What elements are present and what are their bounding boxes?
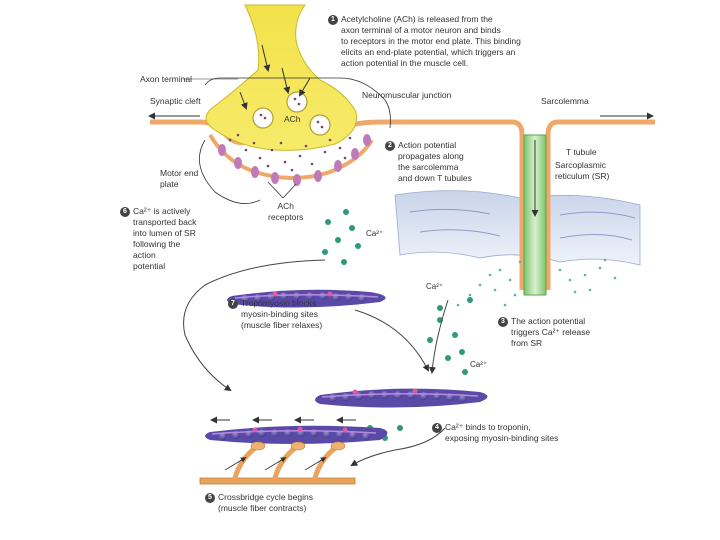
cycle-arrow-contract (350, 427, 446, 466)
thin-filament-relaxed (227, 289, 386, 308)
step-1-text: Acetylcholine (ACh) is released from the… (341, 14, 521, 68)
step-4-ca-binds: 4 Ca²⁺ binds to troponin, exposing myosi… (432, 422, 558, 444)
label-synaptic-cleft: Synaptic cleft (150, 96, 201, 106)
thick-filament-myosin (199, 441, 356, 485)
thin-filament-calcium-bound (315, 388, 488, 408)
label-ca-ion-2: Ca²⁺ (426, 282, 444, 291)
label-ach-receptors: ACh receptors (268, 201, 304, 222)
label-sarcolemma: Sarcolemma (541, 96, 589, 106)
step-4-number: 4 (432, 423, 442, 433)
step-6-text: Ca²⁺ is actively transported back into l… (133, 206, 197, 271)
step-3-ca-release: 3 The action potential triggers Ca²⁺ rel… (498, 316, 590, 349)
label-t-tubule: T tubule (566, 147, 597, 157)
step-1-ach-release: 1 Acetylcholine (ACh) is released from t… (328, 14, 521, 69)
label-sarcoplasmic-reticulum: Sarcoplasmic reticulum (SR) (555, 160, 610, 181)
step-5-crossbridge: 5 Crossbridge cycle begins (muscle fiber… (205, 492, 313, 514)
step-7-number: 7 (228, 299, 238, 309)
label-motor-end-plate: Motor end plate (160, 168, 199, 189)
step-2-text: Action potential propagates along the sa… (398, 140, 472, 183)
step-3-number: 3 (498, 317, 508, 327)
motor-end-plate-bracket (198, 139, 261, 204)
label-ca-ion-3: Ca²⁺ (470, 360, 488, 369)
t-tubule (523, 134, 547, 296)
step-6-ca-reuptake: 6 Ca²⁺ is actively transported back into… (120, 206, 196, 272)
cycle-arrow-relax (183, 259, 326, 392)
step-6-number: 6 (120, 207, 130, 217)
step-1-number: 1 (328, 15, 338, 25)
ach-receptor-pointer (267, 181, 297, 199)
motor-end-plate (208, 133, 374, 186)
neuromuscular-junction-bracket (204, 77, 391, 129)
step-5-text: Crossbridge cycle begins (muscle fiber c… (218, 492, 313, 513)
label-neuromuscular-junction: Neuromuscular junction (362, 90, 452, 100)
acetylcholine-molecules (228, 133, 352, 172)
label-axon-terminal: Axon terminal (140, 74, 192, 84)
cycle-arrow-down-right (354, 309, 429, 372)
calcium-ions (322, 209, 473, 441)
cycle-arrow-release (428, 299, 449, 374)
step-5-number: 5 (205, 493, 215, 503)
step-7-text: Tropomyosin blocks myosin-binding sites … (241, 298, 323, 330)
step-7-tropomyosin: 7 Tropomyosin blocks myosin-binding site… (228, 298, 322, 331)
step-4-text: Ca²⁺ binds to troponin, exposing myosin-… (445, 422, 559, 443)
step-3-text: The action potential triggers Ca²⁺ relea… (511, 316, 591, 348)
label-ach: ACh (284, 114, 301, 124)
thin-filament-contracting (205, 425, 388, 444)
label-ca-ion-1: Ca²⁺ (366, 229, 384, 238)
step-2-number: 2 (385, 141, 395, 151)
sarcoplasmic-reticulum (394, 190, 641, 266)
step-2-action-potential: 2 Action potential propagates along the … (385, 140, 472, 184)
calcium-release-dots (456, 258, 617, 307)
